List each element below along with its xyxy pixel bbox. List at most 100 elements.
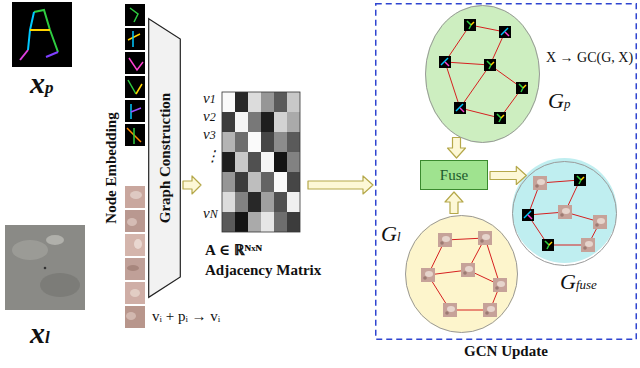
matrix-cell xyxy=(274,212,287,232)
fuse-box: Fuse xyxy=(420,160,488,190)
matrix-cell xyxy=(287,92,300,112)
texture-patch xyxy=(125,186,145,208)
matrix-cell xyxy=(261,172,274,192)
node-text: Fuse xyxy=(440,167,468,184)
pose-patch xyxy=(125,4,145,26)
matrix-cell xyxy=(287,112,300,132)
patch-stroke xyxy=(132,31,134,47)
pose-patch xyxy=(522,209,534,221)
matrix-cell xyxy=(248,192,261,212)
embedding-strip xyxy=(125,4,145,328)
patch-stroke xyxy=(128,34,140,40)
pose-graph-ground xyxy=(425,5,540,143)
texture-image-ground xyxy=(5,225,85,310)
matrix-cell xyxy=(222,152,235,172)
label-holder: v3 xyxy=(203,126,216,143)
circle-outline xyxy=(406,216,518,333)
label-holder: vᵢ + pᵢ → vᵢ xyxy=(152,308,220,325)
matrix-cell xyxy=(235,92,248,112)
pose-patch xyxy=(542,239,554,251)
matrix-cell xyxy=(261,212,274,232)
matrix-cell xyxy=(274,92,287,112)
pose-graph-circle: Gp xyxy=(425,5,540,143)
matrix-cell xyxy=(274,132,287,152)
matrix-cell xyxy=(235,172,248,192)
matrix-cell xyxy=(287,192,300,212)
matrix-cell xyxy=(222,132,235,152)
matrix-cell xyxy=(274,192,287,212)
label-holder: xp xyxy=(30,66,54,100)
texture-patch xyxy=(125,210,145,232)
node-text: Gp xyxy=(548,88,570,114)
block-arrow xyxy=(308,176,373,194)
texture-spot xyxy=(134,239,142,249)
texture-spot xyxy=(12,240,48,260)
fuse-rect xyxy=(421,161,488,190)
pose-patch xyxy=(574,174,586,186)
matrix-cell xyxy=(287,172,300,192)
texture-graph-circle: Gl xyxy=(405,215,518,333)
texture-patch xyxy=(125,282,145,304)
pose-limb xyxy=(30,29,50,31)
label-holder: vN xyxy=(203,205,218,222)
diagram-label: v3 xyxy=(203,126,216,143)
matrix-cell xyxy=(222,112,235,132)
patch-stroke xyxy=(128,80,136,94)
label-holder: v1 xyxy=(203,90,216,107)
matrix-cell xyxy=(261,192,274,212)
texture-patch xyxy=(558,205,572,219)
matrix-cell xyxy=(287,132,300,152)
matrix-cell xyxy=(235,132,248,152)
texture-spot xyxy=(126,312,136,320)
diagram-label: v2 xyxy=(203,108,216,125)
matrix-cell xyxy=(274,112,287,132)
matrix-cell xyxy=(235,192,248,212)
texture-graph-circle-label-holder: Gl xyxy=(381,221,401,247)
matrix-cell xyxy=(261,112,274,132)
matrix-cell xyxy=(274,152,287,172)
texture-graph-edges xyxy=(428,238,500,310)
adjacency-matrix: A ∈ ℝᴺˣᴺAdjacency Matrix xyxy=(203,90,306,280)
texture-patch xyxy=(461,263,475,277)
matrix-cell xyxy=(248,152,261,172)
texture-graph-circle-shape xyxy=(405,215,518,333)
patch-stroke xyxy=(131,108,141,112)
graph-edge xyxy=(460,65,490,108)
matrix-cell xyxy=(222,192,235,212)
matrix-cell xyxy=(261,152,274,172)
texture-spot xyxy=(44,267,47,270)
node-text: GCN Update xyxy=(375,343,637,360)
texture-patch xyxy=(493,278,507,292)
node-text: Adjacency Matrix xyxy=(205,260,306,280)
trapezoid-outline xyxy=(149,19,181,298)
texture-patch xyxy=(593,215,607,229)
pose-image xyxy=(12,2,72,67)
pose-patch xyxy=(125,76,145,98)
matrix-cell xyxy=(248,112,261,132)
matrix-cell xyxy=(222,172,235,192)
matrix-cell xyxy=(248,172,261,192)
graph-edge xyxy=(445,62,490,65)
diagram-label: v1 xyxy=(203,90,216,107)
texture-patch xyxy=(581,238,595,252)
graph-construction-block: Graph Construction xyxy=(148,18,181,298)
diagram-label: vN xyxy=(203,205,218,222)
texture-patch xyxy=(438,233,452,247)
texture-spot xyxy=(130,191,142,199)
circle-outline xyxy=(513,162,617,266)
matrix-cell xyxy=(222,92,235,112)
node-text: Gl xyxy=(381,221,401,247)
graph-edge xyxy=(485,238,500,285)
pose-graph-edges xyxy=(445,25,522,118)
matrix-cell xyxy=(235,152,248,172)
matrix-cell xyxy=(248,212,261,232)
matrix-cell xyxy=(274,172,287,192)
label-holder: v2 xyxy=(203,108,216,125)
node-text: Graph Construction xyxy=(156,93,173,223)
block-arrow xyxy=(183,176,201,194)
pose-limb xyxy=(46,52,58,57)
pose-graph-circle-shape xyxy=(425,5,540,143)
matrix-cell xyxy=(235,212,248,232)
fused-graph-ground xyxy=(512,158,617,263)
